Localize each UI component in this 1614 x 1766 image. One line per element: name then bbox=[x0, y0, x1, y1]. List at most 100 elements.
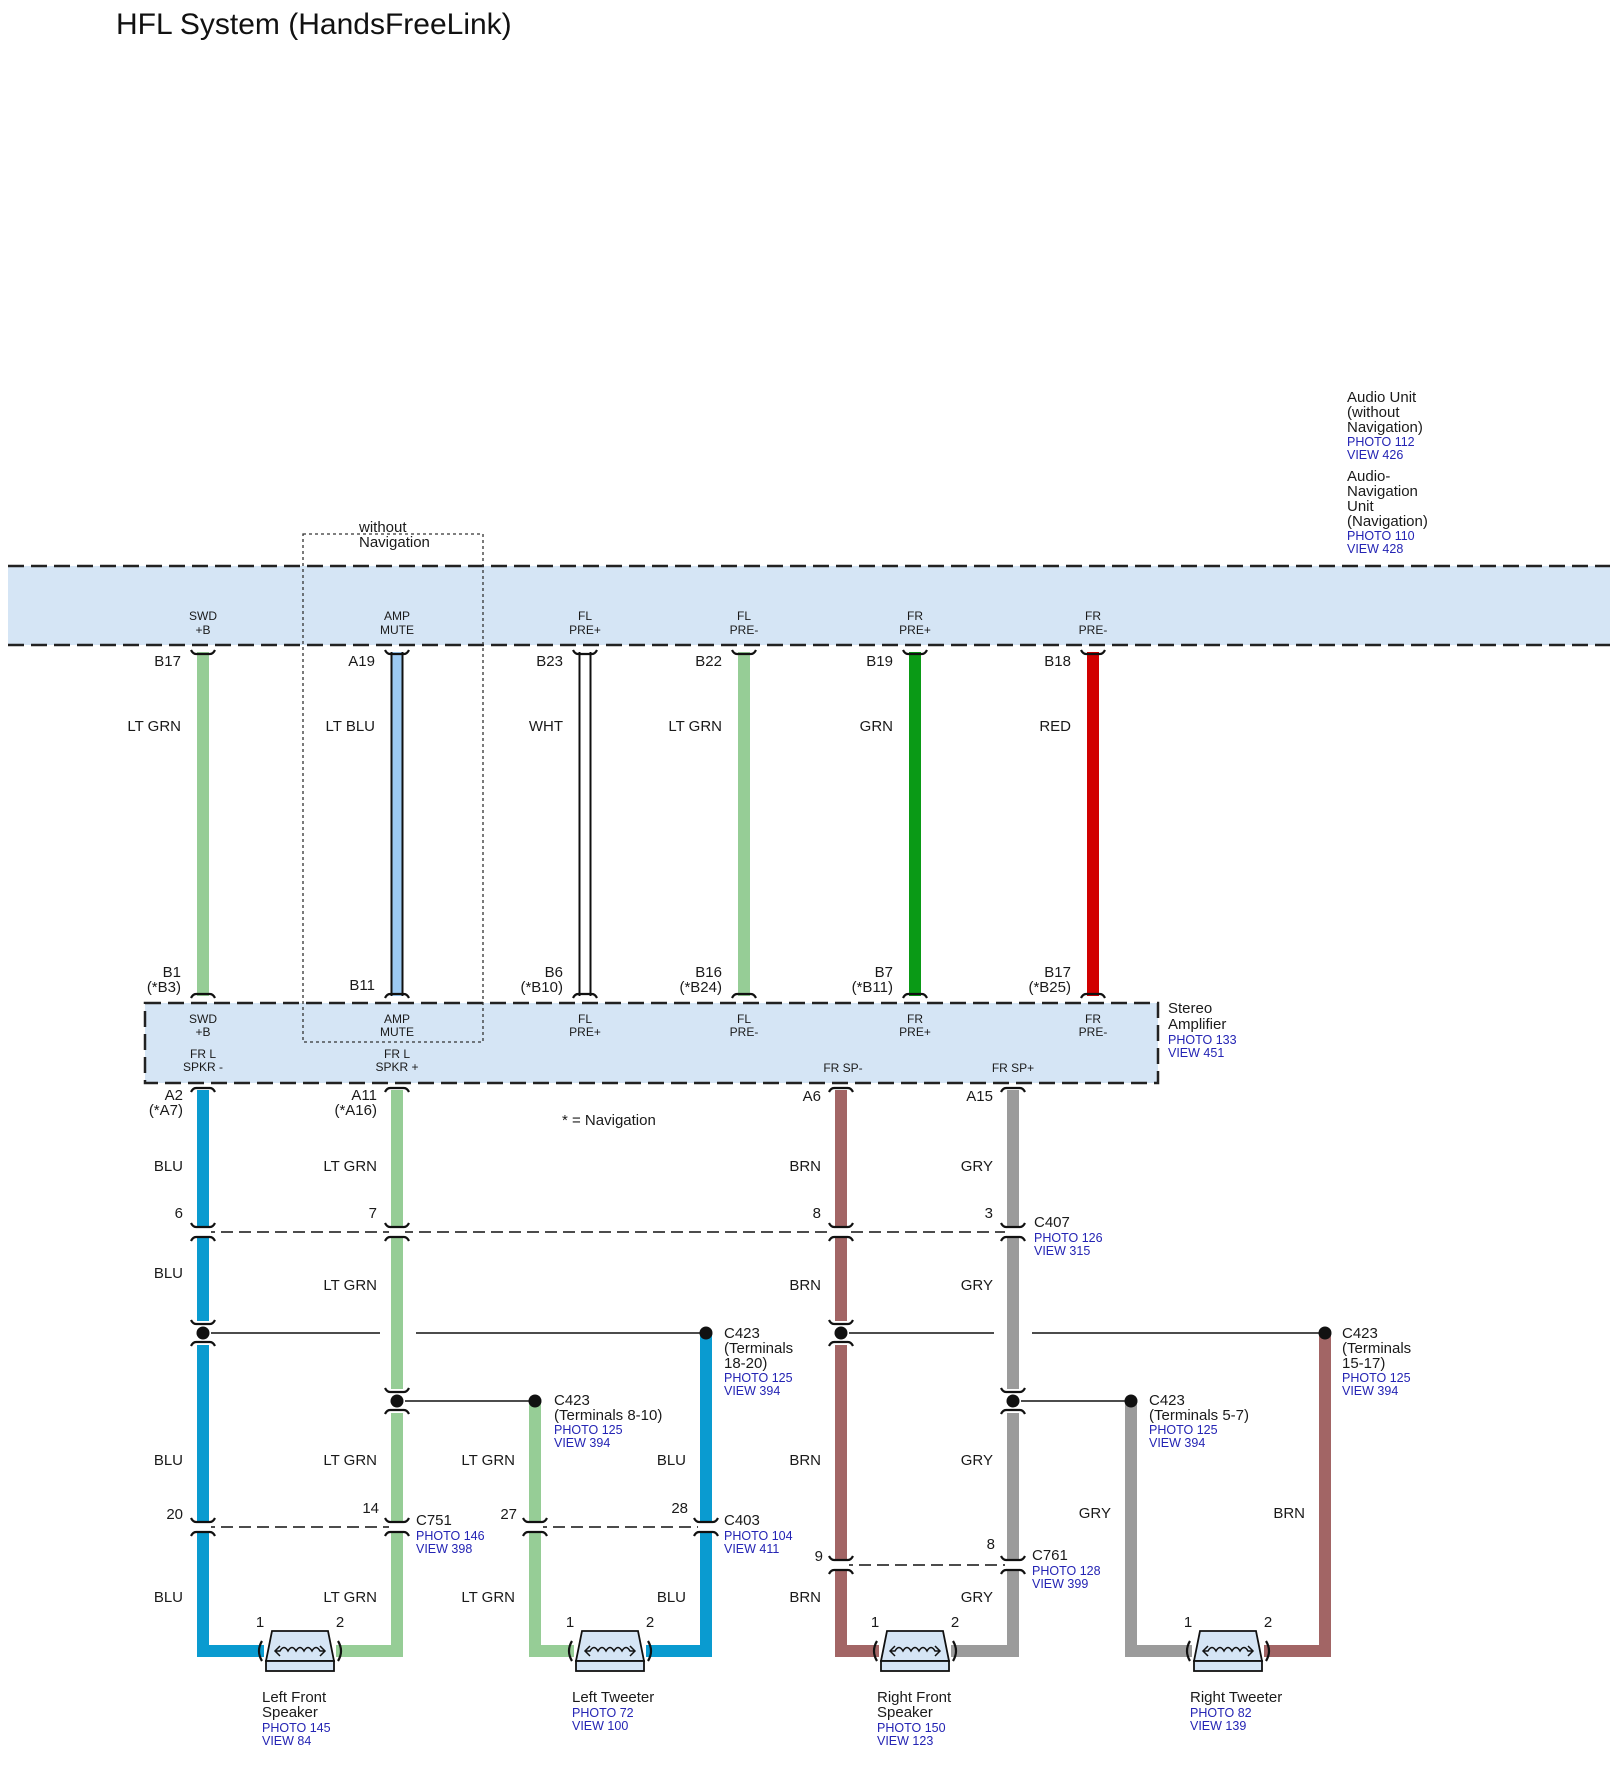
c423-dot bbox=[528, 1394, 542, 1408]
speaker-photo-ref[interactable]: PHOTO 150 bbox=[877, 1721, 946, 1735]
pin-label-alt: (*A7) bbox=[149, 1102, 183, 1119]
splice-gry bbox=[1000, 1408, 1026, 1415]
amp-pin-cap bbox=[190, 992, 216, 999]
c751-name: C751 bbox=[416, 1512, 452, 1529]
pin-label-alt: (*B10) bbox=[520, 979, 563, 996]
c403-name: C403 bbox=[724, 1512, 760, 1529]
splice-brn bbox=[834, 1326, 848, 1340]
c403-photo-ref[interactable]: PHOTO 104 bbox=[724, 1529, 793, 1543]
speaker-arrow-icon bbox=[629, 1645, 637, 1657]
stereo-amp-box bbox=[143, 1001, 1160, 1085]
c751-photo-ref[interactable]: PHOTO 146 bbox=[416, 1529, 485, 1543]
audio-nav-unit-name-line: (Navigation) bbox=[1347, 513, 1428, 530]
wire-color-label: BLU bbox=[154, 1158, 183, 1175]
amp-pin-cap bbox=[1080, 992, 1106, 999]
c761-pin: 8 bbox=[987, 1536, 995, 1553]
c407-view-ref[interactable]: VIEW 315 bbox=[1034, 1244, 1090, 1258]
pin-label: A15 bbox=[966, 1088, 993, 1105]
speaker-cone bbox=[574, 1630, 646, 1662]
c407-connector bbox=[389, 1226, 405, 1238]
audio-unit-func-label: FR bbox=[907, 609, 923, 623]
c751-view-ref[interactable]: VIEW 398 bbox=[416, 1542, 472, 1556]
stereo-amp-photo-ref[interactable]: PHOTO 133 bbox=[1168, 1033, 1237, 1047]
c407-connector bbox=[190, 1222, 216, 1229]
wire-color-label: BLU bbox=[154, 1452, 183, 1469]
c761-pin: 9 bbox=[815, 1548, 823, 1565]
audio-unit-func-label: PRE+ bbox=[569, 623, 601, 637]
speaker-view-ref[interactable]: VIEW 100 bbox=[572, 1719, 628, 1733]
amp-func-label: FL bbox=[578, 1012, 592, 1026]
speaker-name: Speaker bbox=[877, 1704, 933, 1721]
amp-output-func: SPKR + bbox=[375, 1060, 418, 1074]
pin-label: A11 bbox=[351, 1087, 377, 1104]
speaker-arrow-icon bbox=[319, 1645, 327, 1657]
speaker-pin-label: 1 bbox=[1184, 1614, 1192, 1631]
c423-a-view-ref[interactable]: VIEW 394 bbox=[724, 1384, 780, 1398]
c423-c-view-ref[interactable]: VIEW 394 bbox=[1149, 1436, 1205, 1450]
amp-output-func: SPKR - bbox=[183, 1060, 223, 1074]
pin-label: A6 bbox=[803, 1088, 821, 1105]
c423-a-terminals: (Terminals bbox=[724, 1340, 793, 1357]
audio-nav-unit-photo-ref[interactable]: PHOTO 110 bbox=[1347, 529, 1415, 543]
c423-c-photo-ref[interactable]: PHOTO 125 bbox=[1149, 1423, 1218, 1437]
c407-connector bbox=[1000, 1222, 1026, 1229]
wire-color-label: BLU bbox=[154, 1265, 183, 1282]
connector-dash-lines bbox=[203, 1231, 1325, 1566]
wire-color-label: GRY bbox=[961, 1158, 993, 1175]
c423-a-photo-ref[interactable]: PHOTO 125 bbox=[724, 1371, 793, 1385]
speaker-photo-ref[interactable]: PHOTO 82 bbox=[1190, 1706, 1252, 1720]
wire-color-label: BLU bbox=[154, 1589, 183, 1606]
c423-d-view-ref[interactable]: VIEW 394 bbox=[1342, 1384, 1398, 1398]
amp-pin-cap bbox=[384, 992, 410, 999]
c761-connector bbox=[1000, 1568, 1026, 1575]
speaker-name: Right Front bbox=[877, 1689, 952, 1706]
audio-unit-name-line: Navigation) bbox=[1347, 419, 1423, 436]
c407-connector bbox=[1000, 1235, 1026, 1242]
speaker-view-ref[interactable]: VIEW 84 bbox=[262, 1734, 311, 1748]
c423-b-photo-ref[interactable]: PHOTO 125 bbox=[554, 1423, 623, 1437]
c423-a-terminals: 18-20) bbox=[724, 1355, 767, 1372]
wire-color-label: LT GRN bbox=[127, 718, 181, 735]
c407-connector bbox=[195, 1226, 211, 1238]
audio-unit-view-ref[interactable]: VIEW 426 bbox=[1347, 448, 1403, 462]
stereo-amp-view-ref[interactable]: VIEW 451 bbox=[1168, 1046, 1224, 1060]
c761-photo-ref[interactable]: PHOTO 128 bbox=[1032, 1564, 1101, 1578]
c403-connector bbox=[693, 1530, 719, 1537]
amp-output-cap bbox=[828, 1086, 854, 1093]
audio-nav-unit-name-line: Audio- bbox=[1347, 468, 1390, 485]
wire-color-label: BRN bbox=[789, 1452, 821, 1469]
speaker-name: Speaker bbox=[262, 1704, 318, 1721]
speaker-2 bbox=[567, 1630, 653, 1672]
wire-color-label: GRY bbox=[961, 1589, 993, 1606]
c403-view-ref[interactable]: VIEW 411 bbox=[724, 1542, 779, 1556]
audio-unit-func-label: FL bbox=[737, 609, 751, 623]
wire-color-label: BRN bbox=[789, 1277, 821, 1294]
speaker-cone bbox=[264, 1630, 336, 1662]
pin-label: B6 bbox=[545, 964, 563, 981]
audio-unit-func-label: AMP bbox=[384, 609, 410, 623]
c423-b-view-ref[interactable]: VIEW 394 bbox=[554, 1436, 610, 1450]
speaker-view-ref[interactable]: VIEW 123 bbox=[877, 1734, 933, 1748]
speaker-pin-label: 1 bbox=[566, 1614, 574, 1631]
wire-color-label: BLU bbox=[657, 1589, 686, 1606]
audio-nav-unit-view-ref[interactable]: VIEW 428 bbox=[1347, 542, 1403, 556]
amp-func-label: FR bbox=[1085, 1012, 1101, 1026]
c761-view-ref[interactable]: VIEW 399 bbox=[1032, 1577, 1088, 1591]
audio-unit-func-label: +B bbox=[195, 623, 210, 637]
speaker-photo-ref[interactable]: PHOTO 72 bbox=[572, 1706, 634, 1720]
c423-d-photo-ref[interactable]: PHOTO 125 bbox=[1342, 1371, 1411, 1385]
speaker-base bbox=[880, 1660, 950, 1672]
c423-a-name: C423 bbox=[724, 1325, 760, 1342]
c423-b-terminals: (Terminals 8-10) bbox=[554, 1407, 662, 1424]
audio-unit-photo-ref[interactable]: PHOTO 112 bbox=[1347, 435, 1415, 449]
speaker-view-ref[interactable]: VIEW 139 bbox=[1190, 1719, 1246, 1733]
speaker-cone bbox=[879, 1630, 951, 1662]
c407-pin: 6 bbox=[175, 1205, 183, 1222]
speaker-photo-ref[interactable]: PHOTO 145 bbox=[262, 1721, 331, 1735]
c407-photo-ref[interactable]: PHOTO 126 bbox=[1034, 1231, 1103, 1245]
wire-color-label: LT GRN bbox=[668, 718, 722, 735]
speaker-pin-cap bbox=[952, 1640, 958, 1662]
pin-label: B18 bbox=[1044, 653, 1071, 670]
speaker-arrow-icon bbox=[1247, 1645, 1255, 1657]
amp-func-label: AMP bbox=[384, 1012, 410, 1026]
